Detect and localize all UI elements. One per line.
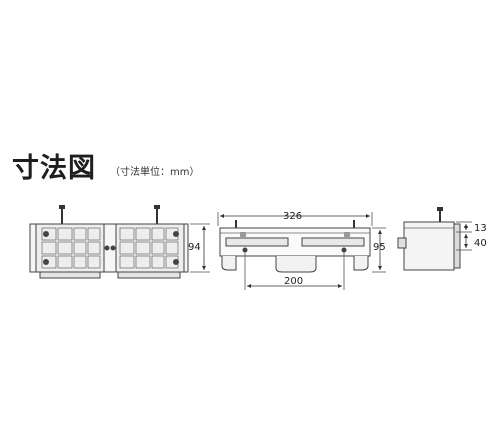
front-view <box>29 205 210 279</box>
dim-side-depth: 40 <box>474 238 487 249</box>
dim-top-width: 326 <box>283 211 302 222</box>
top-view <box>217 212 386 290</box>
dim-bottom-span: 200 <box>284 276 303 287</box>
dim-front-height: 94 <box>188 242 201 253</box>
screw-right <box>154 205 160 224</box>
diagram-title: 寸法図 <box>12 153 96 184</box>
dim-side-top: 13 <box>474 223 487 234</box>
screw-left <box>59 205 65 224</box>
side-view <box>397 207 472 271</box>
unit-note: （寸法単位：mm） <box>110 167 200 178</box>
dim-top-height: 95 <box>373 242 386 253</box>
